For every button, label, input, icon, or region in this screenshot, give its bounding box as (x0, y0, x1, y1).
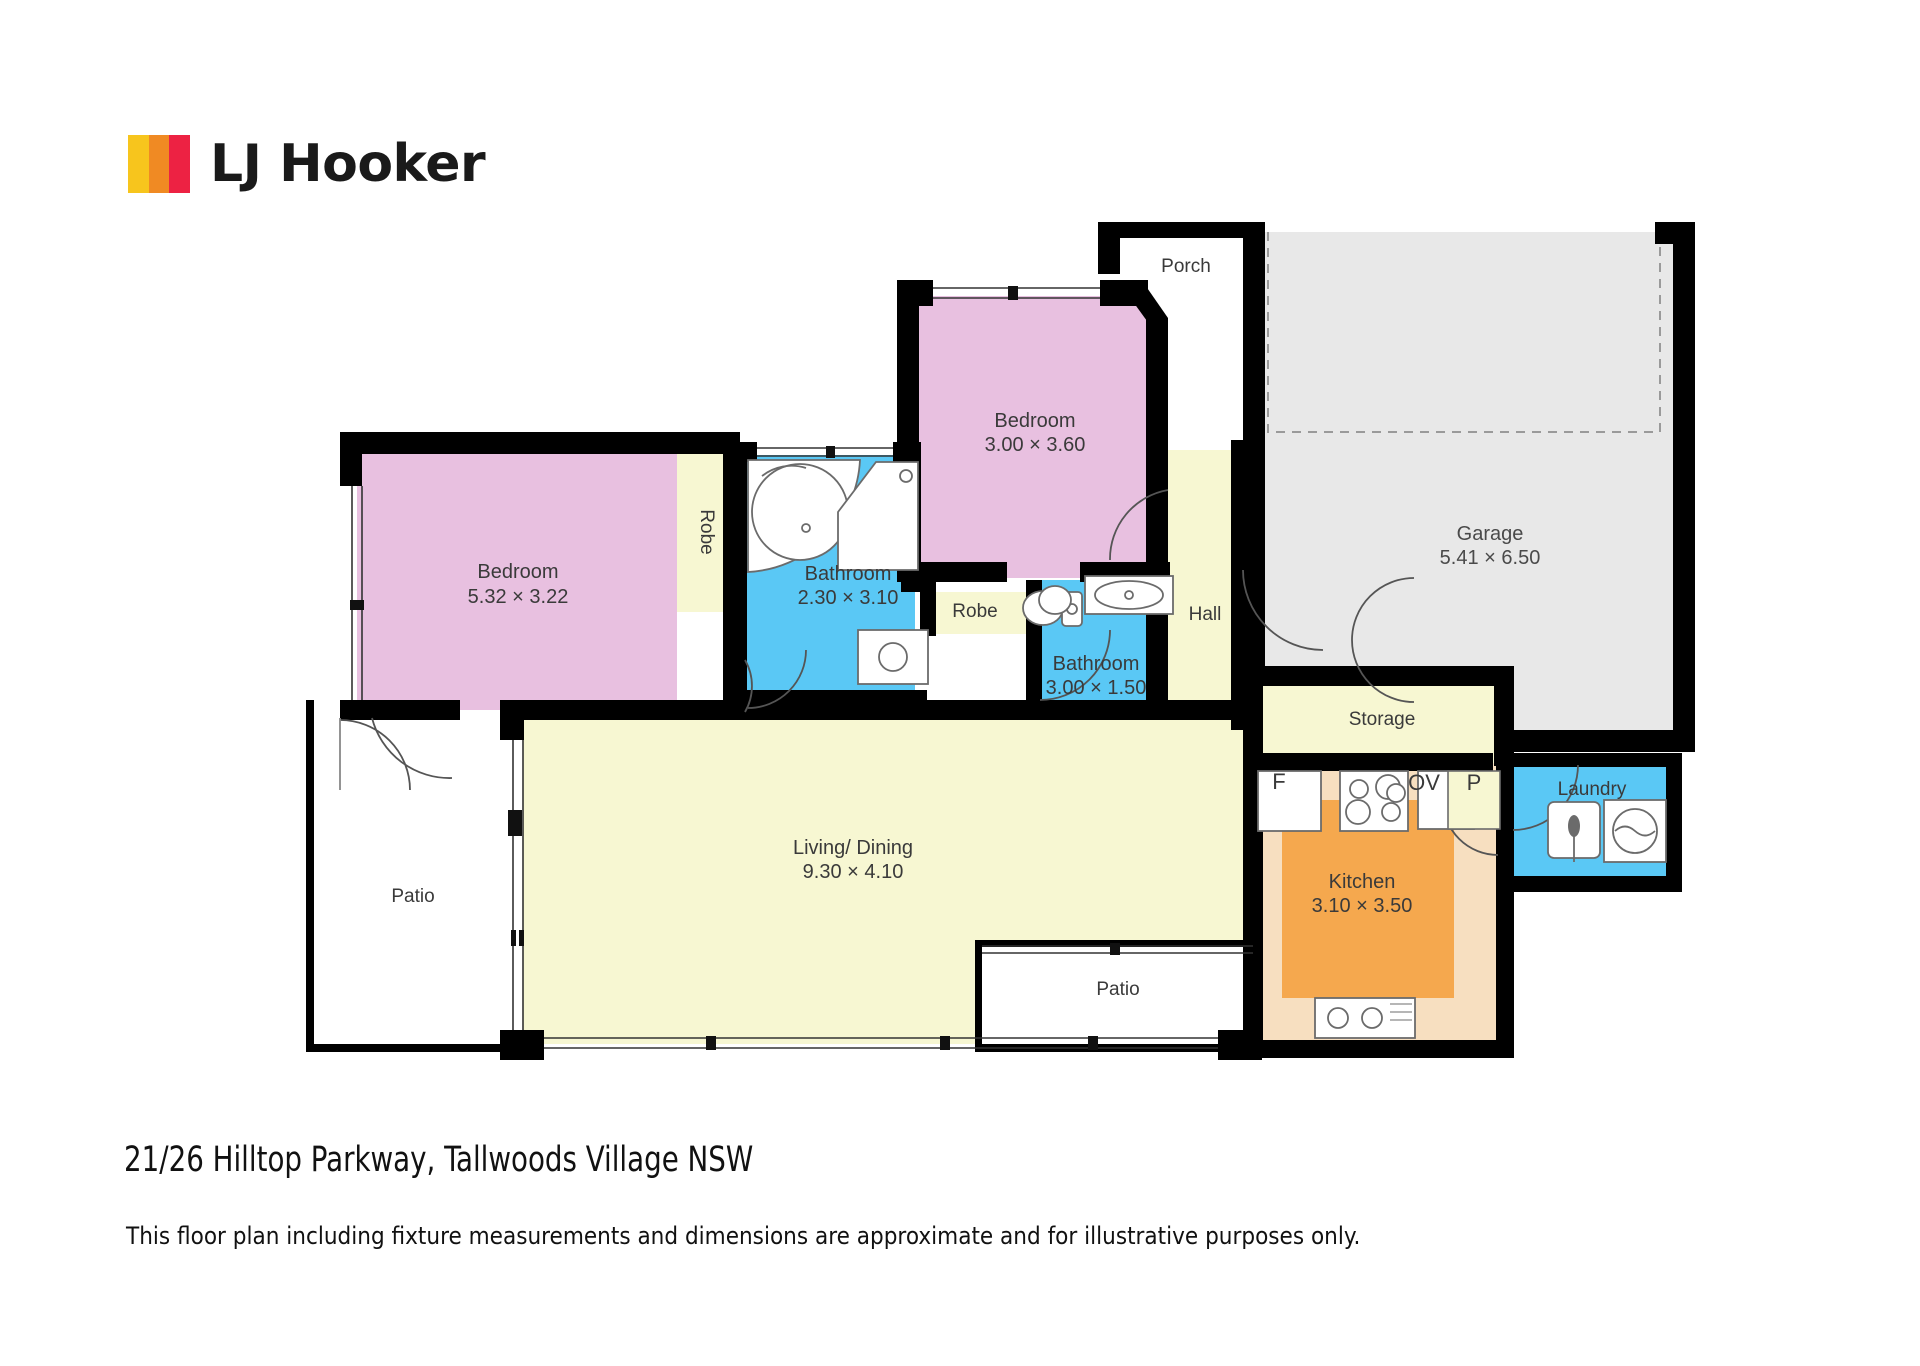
window-living-left (512, 740, 524, 1030)
brand-bar-orange (148, 135, 170, 193)
wall-hall-right (1231, 440, 1253, 730)
wall-robe2-left (920, 580, 936, 636)
label-living-dim: 9.30 × 4.10 (803, 861, 904, 883)
fixture-group (747, 459, 1667, 1039)
label-laundry: Laundry (1558, 779, 1627, 800)
garage-door-dashed (1267, 232, 1661, 433)
door-bedmain2 (371, 717, 453, 779)
label-bathroom-main-dim: 2.30 × 3.10 (798, 587, 899, 609)
label-patio-left: Patio (391, 886, 434, 907)
door-hall-c (1351, 639, 1415, 703)
wall-kitchen-top (1253, 753, 1493, 771)
bedroom-main-area (357, 452, 677, 710)
robe-second-area (920, 592, 1042, 634)
label-bedroom-main-name: Bedroom (477, 561, 558, 583)
wall-garage-right (1673, 222, 1695, 752)
label-garage-name: Garage (1457, 523, 1524, 545)
pantry-cell (1447, 770, 1501, 830)
bedroom-second-area (917, 296, 1168, 578)
label-bedroom-second-name: Bedroom (994, 410, 1075, 432)
hall-area (1168, 450, 1243, 710)
door-bedmain (339, 719, 411, 791)
window-living-bottom (544, 1037, 1218, 1049)
wall-porch-top (1098, 222, 1258, 238)
door-bedmain-swing (744, 659, 753, 713)
wall-bed2-bottom (897, 562, 1007, 582)
brand-bar-red (169, 135, 190, 193)
shower-icon (837, 461, 919, 571)
wall-bedmain-topleft (340, 432, 362, 486)
label-group: Bedroom 5.32 × 3.22 Robe Bathroom 2.30 ×… (391, 256, 1626, 1000)
label-bathroom-second-name: Bathroom (1053, 653, 1140, 675)
label-robe-main: Robe (696, 509, 717, 554)
brand-wordmark: LJ Hooker (210, 134, 486, 194)
property-address: 21/26 Hilltop Parkway, Tallwoods Village… (124, 1140, 754, 1180)
door-bathmain (747, 649, 807, 709)
door-bed2-right (1109, 489, 1169, 561)
disclaimer-text: This floor plan including fixture measur… (126, 1222, 1361, 1250)
porch-area (1110, 232, 1255, 300)
door-hall-b (1351, 577, 1415, 641)
window-bedmain-left (351, 486, 363, 700)
label-living-name: Living/ Dining (793, 837, 913, 859)
label-fridge: F (1272, 769, 1285, 794)
label-hall: Hall (1189, 604, 1222, 625)
wall-kitchen-left (1243, 666, 1263, 1056)
wall-kitchen-bottom (1253, 1040, 1513, 1058)
patio-bottom-area (982, 944, 1253, 1044)
brand-bar-yellow (128, 135, 149, 193)
brand-logo: LJ Hooker (128, 134, 486, 194)
kitchen-area (1282, 800, 1454, 998)
label-kitchen-name: Kitchen (1329, 871, 1396, 893)
label-oven: OV (1408, 770, 1440, 795)
wall-patio-left-vert (306, 700, 314, 1052)
wall-bedmain-right-lower (723, 634, 745, 720)
label-patio-bottom: Patio (1096, 979, 1139, 1000)
label-kitchen-dim: 3.10 × 3.50 (1312, 895, 1413, 917)
wall-laundry-top (1496, 753, 1681, 767)
storage-area (1253, 678, 1513, 763)
wall-laundry-right (1666, 753, 1682, 890)
wall-living-left-top (500, 700, 524, 740)
wall-patio-left-bottom (306, 1044, 536, 1052)
door-hall-a (1242, 569, 1324, 651)
label-bathroom-second-dim: 3.00 × 1.50 (1046, 677, 1147, 699)
wall-patio-bottom-left (975, 940, 982, 1050)
wall-bedmain-right-upper (723, 454, 745, 634)
garage-area (1255, 232, 1695, 744)
door-bath2 (1039, 629, 1111, 701)
wall-bed2-right (1146, 318, 1168, 580)
window-bathmain-top (757, 447, 893, 457)
label-porch: Porch (1161, 256, 1211, 277)
patio-left-area (312, 714, 523, 1044)
label-bedroom-second-dim: 3.00 × 3.60 (985, 434, 1086, 456)
wall-living-top (520, 700, 1260, 720)
fridge-icon (1257, 770, 1322, 832)
label-pantry: P (1467, 770, 1482, 795)
label-bathroom-main-name: Bathroom (805, 563, 892, 585)
label-storage: Storage (1349, 709, 1416, 730)
wall-garage-bottom (1513, 730, 1695, 752)
window-group (350, 286, 1253, 1050)
wall-storage-top (1253, 666, 1513, 686)
label-robe-second: Robe (952, 601, 997, 622)
label-garage-dim: 5.41 × 6.50 (1440, 547, 1541, 569)
toilet-icon-2 (1038, 585, 1072, 615)
wall-bedmain-bottom (340, 700, 460, 720)
wall-laundry-bottom (1496, 876, 1682, 892)
robe-main-area (677, 452, 725, 612)
lj-hooker-bars-icon (128, 135, 190, 193)
label-bedroom-main-dim: 5.32 × 3.22 (468, 586, 569, 608)
wall-storage-right (1494, 666, 1514, 766)
wall-bedmain-top (340, 432, 740, 454)
wall-group (306, 222, 1695, 1060)
